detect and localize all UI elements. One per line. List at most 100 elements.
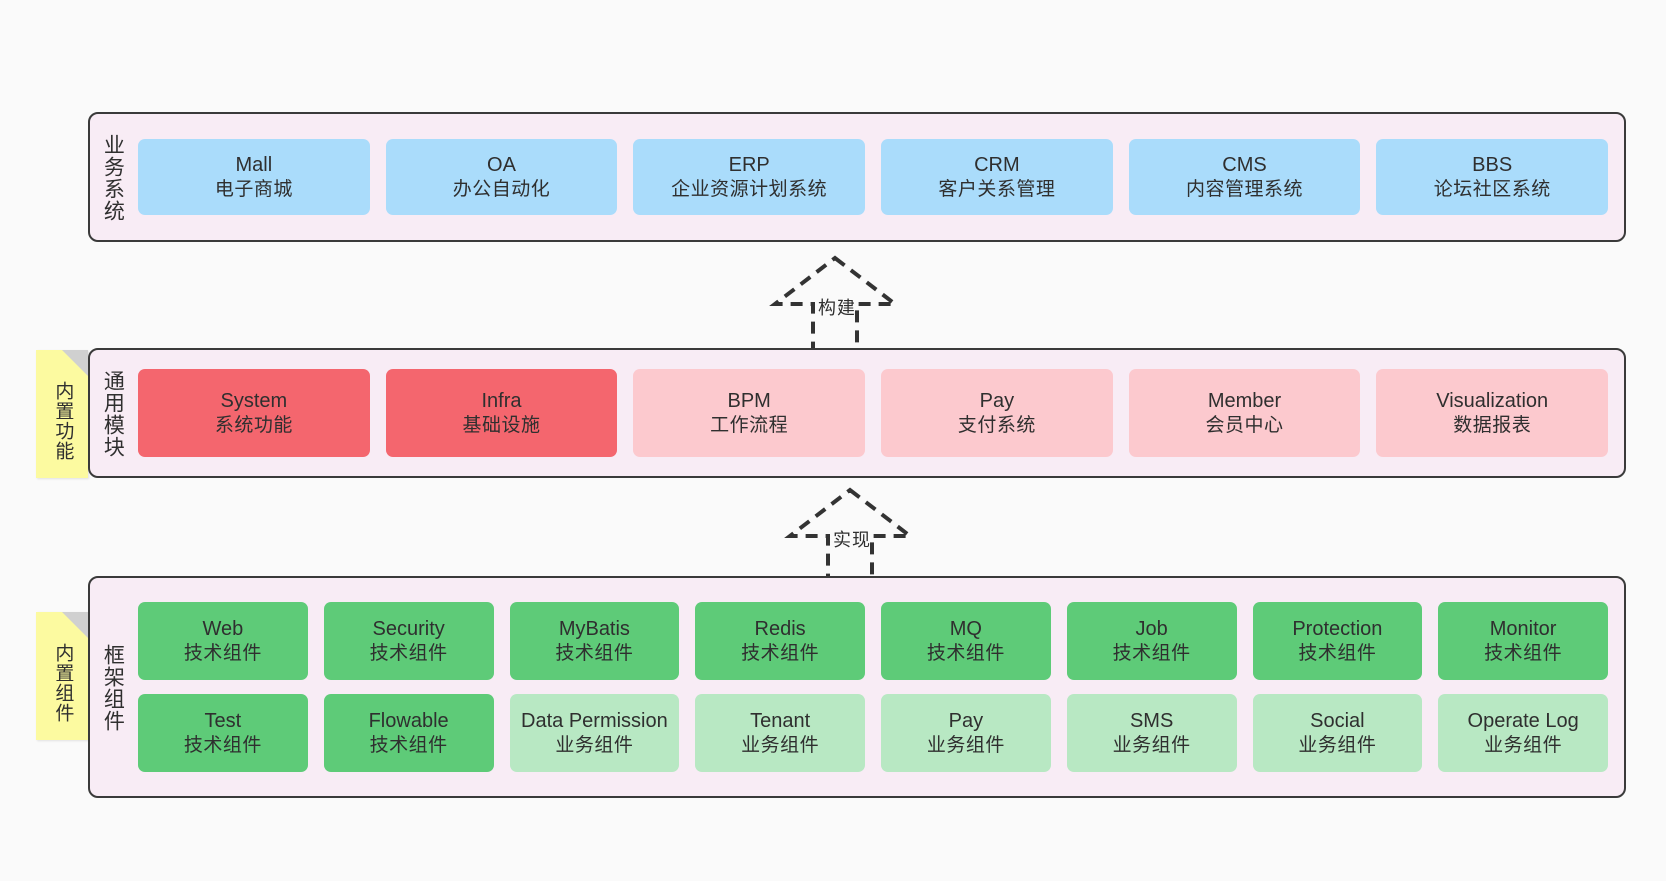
card-mq-subtitle: 技术组件 [926,642,1005,664]
card-member-subtitle: 会员中心 [1205,414,1284,436]
card-bpm-title: BPM [727,390,771,413]
card-social[interactable]: Social 业务组件 [1252,694,1423,772]
card-oa-subtitle: 办公自动化 [452,178,551,200]
card-operate-log[interactable]: Operate Log 业务组件 [1438,694,1608,772]
card-mybatis[interactable]: MyBatis 技术组件 [509,602,680,680]
framework-business-row: Test 技术组件 Flowable 技术组件 Data Permission … [138,694,1608,772]
card-test-subtitle: 技术组件 [183,734,262,756]
card-test[interactable]: Test 技术组件 [138,694,308,772]
card-monitor-title: Monitor [1489,618,1557,641]
card-protection-subtitle: 技术组件 [1298,642,1377,664]
card-mall-title: Mall [235,154,273,177]
card-cms[interactable]: CMS 内容管理系统 [1128,139,1361,215]
card-erp-title: ERP [728,154,770,177]
card-web-title: Web [202,618,244,641]
card-pay-module-subtitle: 支付系统 [957,414,1036,436]
card-redis[interactable]: Redis 技术组件 [695,602,865,680]
card-sms-title: SMS [1129,710,1174,733]
card-crm-title: CRM [974,154,1020,177]
card-tenant-subtitle: 业务组件 [741,734,820,756]
card-infra-subtitle: 基础设施 [462,414,541,436]
card-mall-subtitle: 电子商城 [214,178,293,200]
card-job[interactable]: Job 技术组件 [1066,602,1237,680]
card-bpm-subtitle: 工作流程 [710,414,789,436]
card-cms-subtitle: 内容管理系统 [1186,178,1304,200]
card-member[interactable]: Member 会员中心 [1128,369,1361,457]
card-bbs-subtitle: 论坛社区系统 [1433,178,1551,200]
card-mall[interactable]: Mall 电子商城 [138,139,370,215]
card-social-title: Social [1310,710,1365,733]
card-cms-title: CMS [1222,154,1267,177]
note-builtin-components-label: 内置组件 [52,643,74,723]
note-fold-corner-icon [62,612,88,638]
card-crm-subtitle: 客户关系管理 [938,178,1056,200]
card-bbs[interactable]: BBS 论坛社区系统 [1376,139,1609,215]
card-system-title: System [220,390,288,413]
connector-implement: 实现 [760,484,940,584]
card-visualization[interactable]: Visualization 数据报表 [1376,369,1609,457]
note-builtin-features: 内置功能 [36,350,88,478]
card-data-permission-title: Data Permission [521,710,668,733]
card-mq[interactable]: MQ 技术组件 [881,602,1051,680]
card-monitor-subtitle: 技术组件 [1484,642,1563,664]
card-pay-component[interactable]: Pay 业务组件 [881,694,1051,772]
card-web-subtitle: 技术组件 [183,642,262,664]
card-pay-module-title: Pay [979,390,1015,413]
card-social-subtitle: 业务组件 [1298,734,1377,756]
card-crm[interactable]: CRM 客户关系管理 [881,139,1113,215]
card-monitor[interactable]: Monitor 技术组件 [1438,602,1608,680]
note-fold-corner-icon [62,350,88,376]
card-infra[interactable]: Infra 基础设施 [385,369,618,457]
card-security-title: Security [372,618,445,641]
card-pay-component-title: Pay [948,710,984,733]
connector-build-label: 构建 [818,298,856,318]
framework-tech-row: Web 技术组件 Security 技术组件 MyBatis 技术组件 Redi… [138,602,1608,680]
card-tenant[interactable]: Tenant 业务组件 [695,694,865,772]
card-pay-component-subtitle: 业务组件 [926,734,1005,756]
card-data-permission[interactable]: Data Permission 业务组件 [509,694,680,772]
card-security[interactable]: Security 技术组件 [323,602,494,680]
card-visualization-title: Visualization [1436,390,1549,413]
card-bbs-title: BBS [1472,154,1513,177]
card-job-subtitle: 技术组件 [1112,642,1191,664]
card-pay-module[interactable]: Pay 支付系统 [881,369,1113,457]
layer-body-common: System 系统功能 Infra 基础设施 BPM 工作流程 Pay 支付系统… [134,350,1624,476]
connector-implement-label: 实现 [833,530,871,550]
card-mq-title: MQ [949,618,982,641]
card-test-title: Test [204,710,242,733]
layer-body-business: Mall 电子商城 OA 办公自动化 ERP 企业资源计划系统 CRM 客户关系… [134,114,1624,240]
layer-framework-components: 框架组件 Web 技术组件 Security 技术组件 MyBatis 技术组件… [88,576,1626,798]
card-redis-title: Redis [754,618,806,641]
card-operate-log-subtitle: 业务组件 [1484,734,1563,756]
card-mybatis-subtitle: 技术组件 [555,642,634,664]
layer-title-business: 业务系统 [101,134,125,222]
layer-common-modules: 通用模块 System 系统功能 Infra 基础设施 BPM 工作流程 Pay… [88,348,1626,478]
card-protection[interactable]: Protection 技术组件 [1252,602,1423,680]
card-security-subtitle: 技术组件 [369,642,448,664]
layer-title-common: 通用模块 [101,370,125,458]
connector-build: 构建 [745,252,925,352]
card-erp[interactable]: ERP 企业资源计划系统 [633,139,866,215]
card-web[interactable]: Web 技术组件 [138,602,308,680]
card-system[interactable]: System 系统功能 [138,369,370,457]
layer-title-framework: 框架组件 [101,644,125,732]
card-bpm[interactable]: BPM 工作流程 [633,369,866,457]
card-erp-subtitle: 企业资源计划系统 [671,178,828,200]
card-infra-title: Infra [481,390,522,413]
card-redis-subtitle: 技术组件 [741,642,820,664]
card-operate-log-title: Operate Log [1467,710,1579,733]
card-oa[interactable]: OA 办公自动化 [385,139,618,215]
card-visualization-subtitle: 数据报表 [1453,414,1532,436]
card-job-title: Job [1135,618,1168,641]
card-sms-subtitle: 业务组件 [1112,734,1191,756]
card-mybatis-title: MyBatis [558,618,630,641]
layer-body-framework: Web 技术组件 Security 技术组件 MyBatis 技术组件 Redi… [134,578,1624,796]
card-flowable-title: Flowable [368,710,449,733]
card-member-title: Member [1207,390,1282,413]
card-flowable[interactable]: Flowable 技术组件 [323,694,494,772]
card-sms[interactable]: SMS 业务组件 [1066,694,1237,772]
card-flowable-subtitle: 技术组件 [369,734,448,756]
card-protection-title: Protection [1292,618,1383,641]
common-card-row: System 系统功能 Infra 基础设施 BPM 工作流程 Pay 支付系统… [138,369,1609,457]
